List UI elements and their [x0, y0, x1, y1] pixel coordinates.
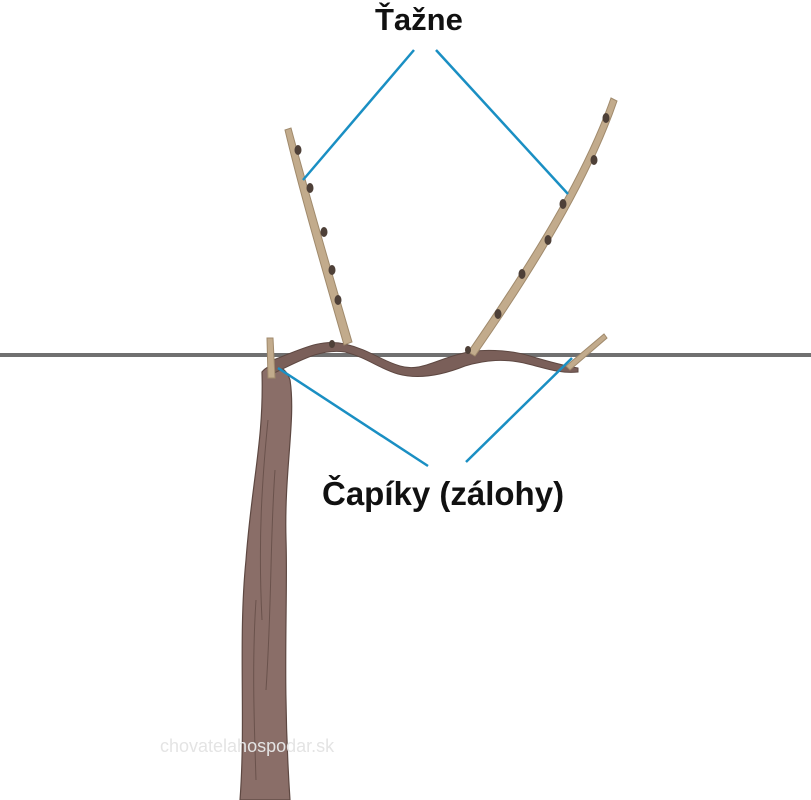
- bud: [495, 309, 502, 319]
- leader-line-canes-left: [303, 50, 414, 180]
- bud: [591, 155, 598, 165]
- spur-left: [267, 338, 275, 378]
- bud: [603, 113, 610, 123]
- bud: [560, 199, 567, 209]
- canes-label: Ťažne: [375, 2, 463, 38]
- bud: [519, 269, 526, 279]
- bud: [329, 265, 336, 275]
- leader-line-spurs-right: [466, 358, 572, 462]
- bud: [465, 346, 471, 354]
- bud: [329, 340, 335, 348]
- bud: [307, 183, 314, 193]
- leader-line-spurs-left: [278, 368, 428, 466]
- vine-trunk: [240, 366, 292, 800]
- bud: [335, 295, 342, 305]
- cane-right: [468, 98, 617, 356]
- spurs-label: Čapíky (zálohy): [322, 475, 564, 513]
- bud: [321, 227, 328, 237]
- cordon-arm: [268, 342, 578, 376]
- leader-line-canes-right: [436, 50, 568, 194]
- bud: [295, 145, 302, 155]
- spur-right: [566, 334, 607, 370]
- watermark: chovatelahospodar.sk: [160, 736, 334, 757]
- bud: [545, 235, 552, 245]
